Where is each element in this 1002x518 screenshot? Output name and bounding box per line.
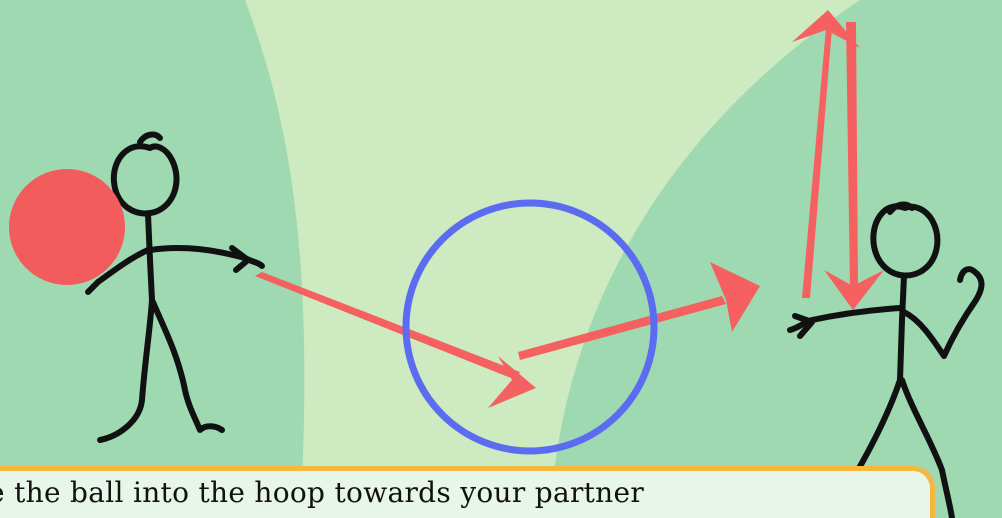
ball bbox=[9, 169, 125, 285]
caption-text: e the ball into the hoop towards your pa… bbox=[0, 476, 644, 509]
